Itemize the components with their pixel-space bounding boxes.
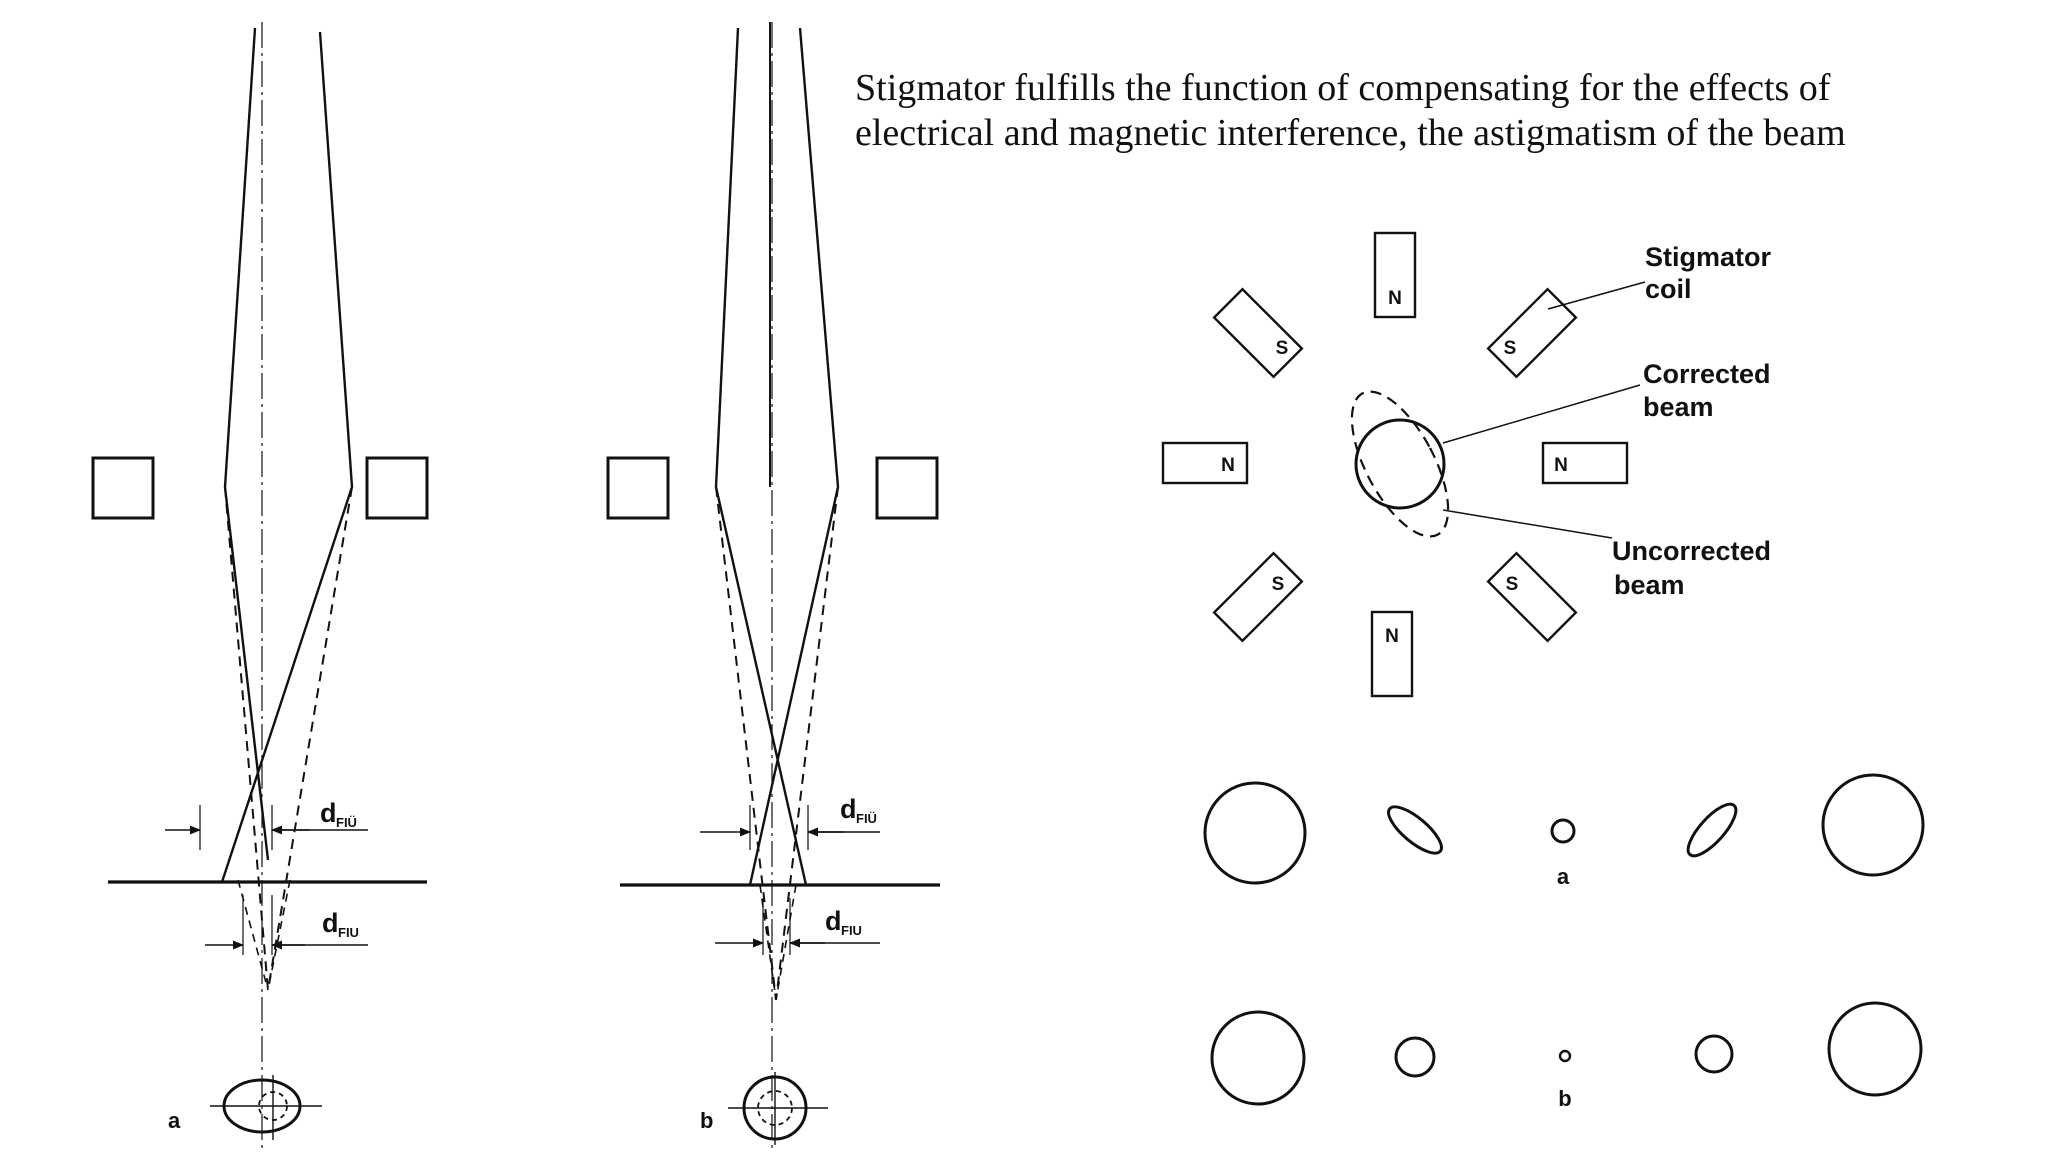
corrected-label-line1: Corrected — [1643, 359, 1771, 389]
spot-row-label-a: a — [1557, 864, 1570, 889]
dim-label-top-a-sub: FIÜ — [336, 815, 357, 830]
pole-lower-right — [1486, 551, 1578, 643]
pole-lower-left — [1212, 551, 1304, 643]
dashed-ray-left-b — [715, 486, 777, 1001]
coil-label-line1: Stigmator — [1645, 242, 1772, 272]
lens-coil-left-b — [606, 456, 670, 520]
pole-label-lower-left: S — [1272, 574, 1285, 595]
ray-diagram-a-text: d FIÜ d FIU a — [168, 798, 359, 1133]
lens-coil-left-a — [91, 456, 155, 520]
spot-row-label-b: b — [1558, 1086, 1571, 1111]
pole-label-bottom: N — [1385, 626, 1399, 647]
lens-coil-right-a — [365, 456, 429, 520]
pole-label-left: N — [1221, 455, 1235, 476]
uncorrected-label-line1: Uncorrected — [1612, 536, 1771, 566]
panel-label-b: b — [700, 1108, 713, 1133]
spot-row-a — [1203, 773, 1925, 885]
panel-label-a: a — [168, 1108, 181, 1133]
dim-label-top-b-sub: FIÜ — [856, 811, 877, 826]
spot-a-5 — [1821, 773, 1925, 877]
pole-right — [1541, 441, 1629, 485]
leader-corrected — [1442, 384, 1641, 444]
ray-diagram-b — [606, 22, 940, 1150]
dim-label-top-b: d — [840, 794, 857, 824]
dim-label-bottom-b-sub: FIU — [841, 923, 862, 938]
pole-label-top: N — [1388, 288, 1402, 309]
spot-b-1 — [1210, 1010, 1306, 1106]
spot-a-4 — [1686, 802, 1738, 858]
spot-b-2 — [1394, 1036, 1436, 1078]
pole-label-upper-right: S — [1504, 338, 1517, 359]
uncorrected-beam — [1350, 390, 1450, 538]
spot-a-1 — [1203, 781, 1307, 885]
spot-row-b — [1210, 1001, 1923, 1106]
corrected-label-line2: beam — [1643, 392, 1714, 422]
stigmator-diagram — [1161, 231, 1646, 698]
dim-label-bottom-a: d — [322, 908, 339, 938]
leader-coil — [1547, 281, 1646, 310]
stigmator-text: N N N N S S S S — [1221, 288, 1568, 647]
dashed-ray-right-b — [775, 486, 839, 1001]
stigmator-labels: Stigmator coil Corrected beam Uncorrecte… — [1612, 242, 1772, 600]
pole-label-lower-right: S — [1506, 574, 1519, 595]
dim-label-top-a: d — [320, 798, 337, 828]
spot-row-labels: a b — [1557, 864, 1572, 1111]
pole-upper-left — [1212, 287, 1304, 379]
lens-coil-right-b — [875, 456, 939, 520]
coil-label-line2: coil — [1645, 274, 1692, 304]
pole-top — [1373, 231, 1417, 319]
beam-envelope-right-a — [220, 31, 354, 883]
dim-label-bottom-b: d — [825, 906, 842, 936]
pole-upper-right — [1486, 287, 1578, 379]
spot-b-4 — [1694, 1034, 1734, 1074]
corrected-beam — [1354, 418, 1446, 510]
dim-label-bottom-a-sub: FIU — [338, 925, 359, 940]
leader-uncorrected — [1442, 509, 1613, 539]
pole-bottom — [1370, 610, 1414, 698]
spot-b-5 — [1827, 1001, 1923, 1097]
caption-line-2: electrical and magnetic interference, th… — [855, 112, 1846, 154]
beam-envelope-right-b — [748, 27, 840, 886]
ray-diagram-b-text: d FIÜ d FIU b — [700, 794, 877, 1133]
caption-line-1: Stigmator fulfills the function of compe… — [855, 67, 1831, 109]
caption-text: Stigmator fulfills the function of compe… — [855, 66, 2005, 156]
ray-diagram-a — [91, 22, 429, 1150]
pole-left — [1161, 441, 1249, 485]
uncorrected-label-line2: beam — [1614, 570, 1685, 600]
pole-label-right: N — [1554, 455, 1568, 476]
beam-envelope-left-b — [714, 27, 808, 886]
spot-a-3 — [1550, 818, 1576, 844]
pole-label-upper-left: S — [1276, 338, 1289, 359]
spot-a-2 — [1387, 805, 1443, 855]
dashed-ray-right-a — [267, 486, 353, 991]
spot-b-3 — [1558, 1049, 1572, 1063]
